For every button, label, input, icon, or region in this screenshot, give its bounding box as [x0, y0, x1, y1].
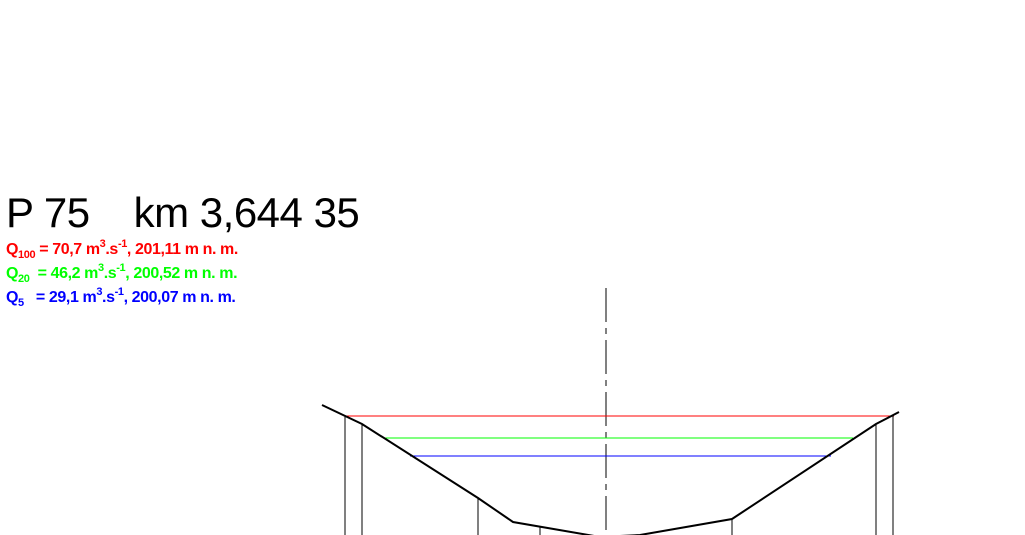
q5-unit-exp1: 3	[96, 286, 103, 298]
profile-number: P 75	[6, 189, 90, 236]
q20-unit: m	[84, 265, 98, 282]
q20-index: 20	[18, 273, 30, 285]
legend-q20: Q20 = 46,2 m3.s-1, 200,52 m n. m.	[6, 262, 238, 285]
q5-unit: m	[82, 289, 97, 306]
terrain-profile	[321, 404, 900, 535]
q100-unit-mid: .s	[105, 241, 118, 258]
q20-flow: 46,2	[50, 265, 81, 282]
q5-unit-exp2: -1	[114, 286, 124, 298]
q100-index: 100	[18, 249, 36, 261]
q100-unit-exp2: -1	[117, 238, 127, 250]
q20-symbol: Q	[6, 265, 19, 282]
q100-level: 201,11 m n. m.	[135, 241, 238, 258]
q20-level: 200,52 m n. m.	[133, 265, 238, 282]
q5-level: 200,07 m n. m.	[131, 289, 236, 306]
q20-unit-exp2: -1	[116, 262, 126, 274]
q5-symbol: Q	[6, 289, 19, 306]
q20-unit-exp1: 3	[98, 262, 104, 274]
q100-flow: 70,7	[52, 241, 82, 258]
station-chainage: km 3,644 35	[133, 189, 360, 236]
q5-flow: 29,1	[48, 289, 79, 306]
q100-symbol: Q	[6, 241, 19, 258]
q100-unit: m	[85, 241, 100, 258]
q5-unit-mid: .s	[102, 289, 115, 306]
q5-index: 5	[18, 297, 24, 309]
legend-q100: Q100 = 70,7 m3.s-1, 201,11 m n. m.	[6, 238, 238, 261]
q20-unit-mid: .s	[103, 265, 117, 282]
legend-q5: Q5 = 29,1 m3.s-1, 200,07 m n. m.	[6, 286, 236, 309]
q100-unit-exp1: 3	[99, 238, 106, 250]
profile-title: P 75 km 3,644 35	[6, 189, 360, 236]
